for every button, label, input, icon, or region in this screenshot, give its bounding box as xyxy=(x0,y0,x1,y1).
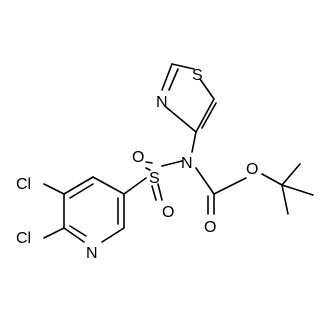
atom-n-thiazole: N xyxy=(156,94,168,111)
bond-s-o-top-double xyxy=(145,167,151,171)
bonds xyxy=(43,63,314,243)
bond-pyr-c6-n xyxy=(63,227,85,243)
bond-pyr-c4-c5 xyxy=(63,176,94,195)
atom-o-ester: O xyxy=(246,161,258,178)
bond-s-o-top xyxy=(145,161,153,164)
atom-s-thiazole: S xyxy=(192,67,203,84)
atom-o-sulfonyl-top: O xyxy=(132,149,144,166)
bond-s-o-bottom xyxy=(157,183,163,201)
atom-labels: S N N S O O O O Cl Cl N xyxy=(16,67,258,262)
bond-thiazole-c4-c5-double xyxy=(201,102,217,129)
atom-o-sulfonyl-bottom: O xyxy=(162,204,174,221)
atom-s-sulfonyl: S xyxy=(149,170,160,187)
bond-pyr-n-c2 xyxy=(101,227,125,243)
atom-o-carbonyl: O xyxy=(204,219,216,236)
bond-n-carbonyl-c xyxy=(195,167,215,195)
bond-c5-cl-top xyxy=(43,183,65,195)
bond-thiazole-n-c4 xyxy=(165,106,197,133)
bond-tbu-methyl-bottom xyxy=(281,184,289,215)
atom-cl-top: Cl xyxy=(16,176,31,193)
bond-thiazole-c2-n-double xyxy=(168,68,179,91)
bond-carbonyl-c-o-ester xyxy=(213,177,247,195)
bond-thiazole-c2-n xyxy=(161,63,173,91)
atom-cl-bottom: Cl xyxy=(16,230,31,247)
bond-n-s-sulfonyl xyxy=(161,160,183,167)
bond-s-o-bottom-double xyxy=(151,185,157,201)
bond-tbu-methyl-top xyxy=(281,163,301,186)
bond-thiazole-c5-s xyxy=(199,78,215,100)
bond-c4-n-sulfonamide xyxy=(191,131,197,153)
bond-thiazole-s-c2 xyxy=(171,63,195,70)
bond-c6-cl-bottom xyxy=(43,227,65,239)
bond-pyr-c3-c4 xyxy=(92,176,125,195)
bond-o-ester-tbu-c xyxy=(261,173,283,186)
bond-s-pyridine-c3 xyxy=(123,177,147,195)
bond-tbu-methyl-right xyxy=(281,184,314,196)
atom-n-pyridine: N xyxy=(86,245,98,262)
bond-thiazole-c4-c5 xyxy=(195,98,215,133)
atom-n-sulfonamide: N xyxy=(181,155,193,172)
bond-pyr-c6-n-double xyxy=(69,225,87,237)
bond-pyr-c4-c5-double xyxy=(69,183,94,199)
